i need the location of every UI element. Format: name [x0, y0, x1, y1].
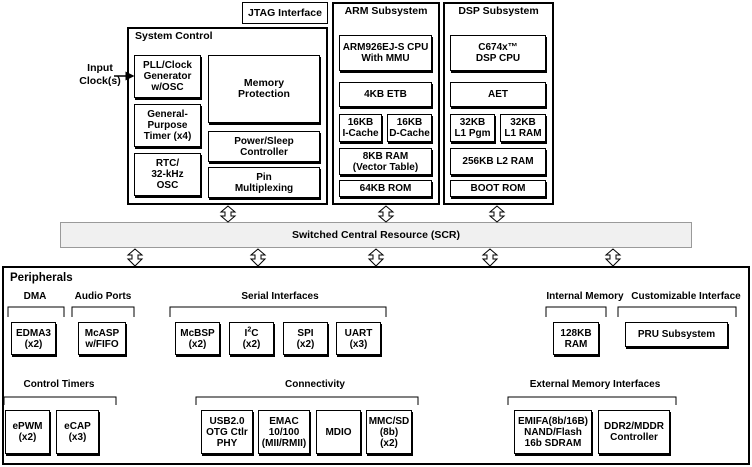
dma-title: DMA [23, 291, 47, 302]
rtc-osc: RTC/ 32-kHz OSC [134, 153, 201, 196]
dsp-l2-ram: 256KB L2 RAM [450, 148, 546, 175]
arm-etb: 4KB ETB [339, 82, 432, 107]
dsp-boot-rom: BOOT ROM [450, 180, 546, 197]
power-sleep-controller: Power/Sleep Controller [208, 131, 320, 162]
peripherals-title: Peripherals [10, 272, 73, 284]
arm-icache: 16KB I-Cache [339, 114, 382, 142]
dsp-subsystem-title: DSP Subsystem [458, 5, 539, 17]
switched-central-resource: Switched Central Resource (SCR) [60, 222, 692, 248]
arm926ejs-cpu: ARM926EJ-S CPU With MMU [339, 35, 432, 71]
i2c-count: (x2) [242, 338, 261, 350]
general-purpose-timer: General- Purpose Timer (x4) [134, 104, 201, 147]
internal-memory-title: Internal Memory [546, 291, 624, 302]
internal-ram-128kb: 128KB RAM [553, 322, 599, 355]
system-control-title: System Control [135, 30, 213, 42]
arm-rom: 64KB ROM [339, 180, 432, 197]
pru-subsystem: PRU Subsystem [625, 322, 728, 347]
mmc-sd: MMC/SD (8b) (x2) [366, 410, 412, 454]
usb20-otg: USB2.0 OTG Ctlr PHY [201, 410, 253, 454]
ddr2-mddr-controller: DDR2/MDDR Controller [598, 410, 670, 454]
emac: EMAC 10/100 (MII/RMII) [258, 410, 310, 454]
audio-ports-title: Audio Ports [74, 291, 132, 302]
group-brackets [3, 306, 737, 405]
scr-double-arrows [126, 205, 622, 267]
uart: UART (x3) [336, 322, 381, 355]
memory-protection: Memory Protection [208, 55, 320, 123]
i2c-label-sup: 2 [247, 326, 252, 334]
input-clock-label: Input Clock(s) [79, 62, 121, 87]
external-memory-title: External Memory Interfaces [529, 379, 661, 390]
arm-subsystem-title: ARM Subsystem [344, 5, 428, 17]
serial-interfaces-title: Serial Interfaces [241, 291, 319, 302]
mdio: MDIO [316, 410, 361, 454]
i2c-label-c: C [251, 327, 259, 339]
customizable-interface-title: Customizable Interface [631, 291, 741, 302]
epwm: ePWM (x2) [5, 410, 50, 454]
i2c-label-i: I [244, 327, 248, 339]
dsp-aet: AET [450, 82, 546, 107]
ecap: eCAP (x3) [56, 410, 99, 454]
mcasp: McASP w/FIFO [78, 322, 126, 355]
arm-dcache: 16KB D-Cache [387, 114, 432, 142]
spi: SPI (x2) [283, 322, 328, 355]
dsp-l1-pgm: 32KB L1 Pgm [450, 114, 495, 142]
pin-multiplexing: Pin Multiplexing [208, 167, 320, 198]
connectivity-title: Connectivity [284, 379, 345, 390]
edma3: EDMA3 (x2) [11, 322, 56, 355]
dsp-l1-ram: 32KB L1 RAM [500, 114, 546, 142]
pll-clock-generator: PLL/Clock Generator w/OSC [134, 55, 201, 98]
arm-ram: 8KB RAM (Vector Table) [339, 148, 432, 175]
i2c: I2C (x2) [229, 322, 274, 355]
mcbsp: McBSP (x2) [175, 322, 220, 355]
c674x-dsp-cpu: C674x™ DSP CPU [450, 35, 546, 71]
jtag-interface: JTAG Interface [242, 2, 328, 24]
emifa: EMIFA(8b/16B) NAND/Flash 16b SDRAM [514, 410, 592, 454]
control-timers-title: Control Timers [23, 379, 95, 390]
